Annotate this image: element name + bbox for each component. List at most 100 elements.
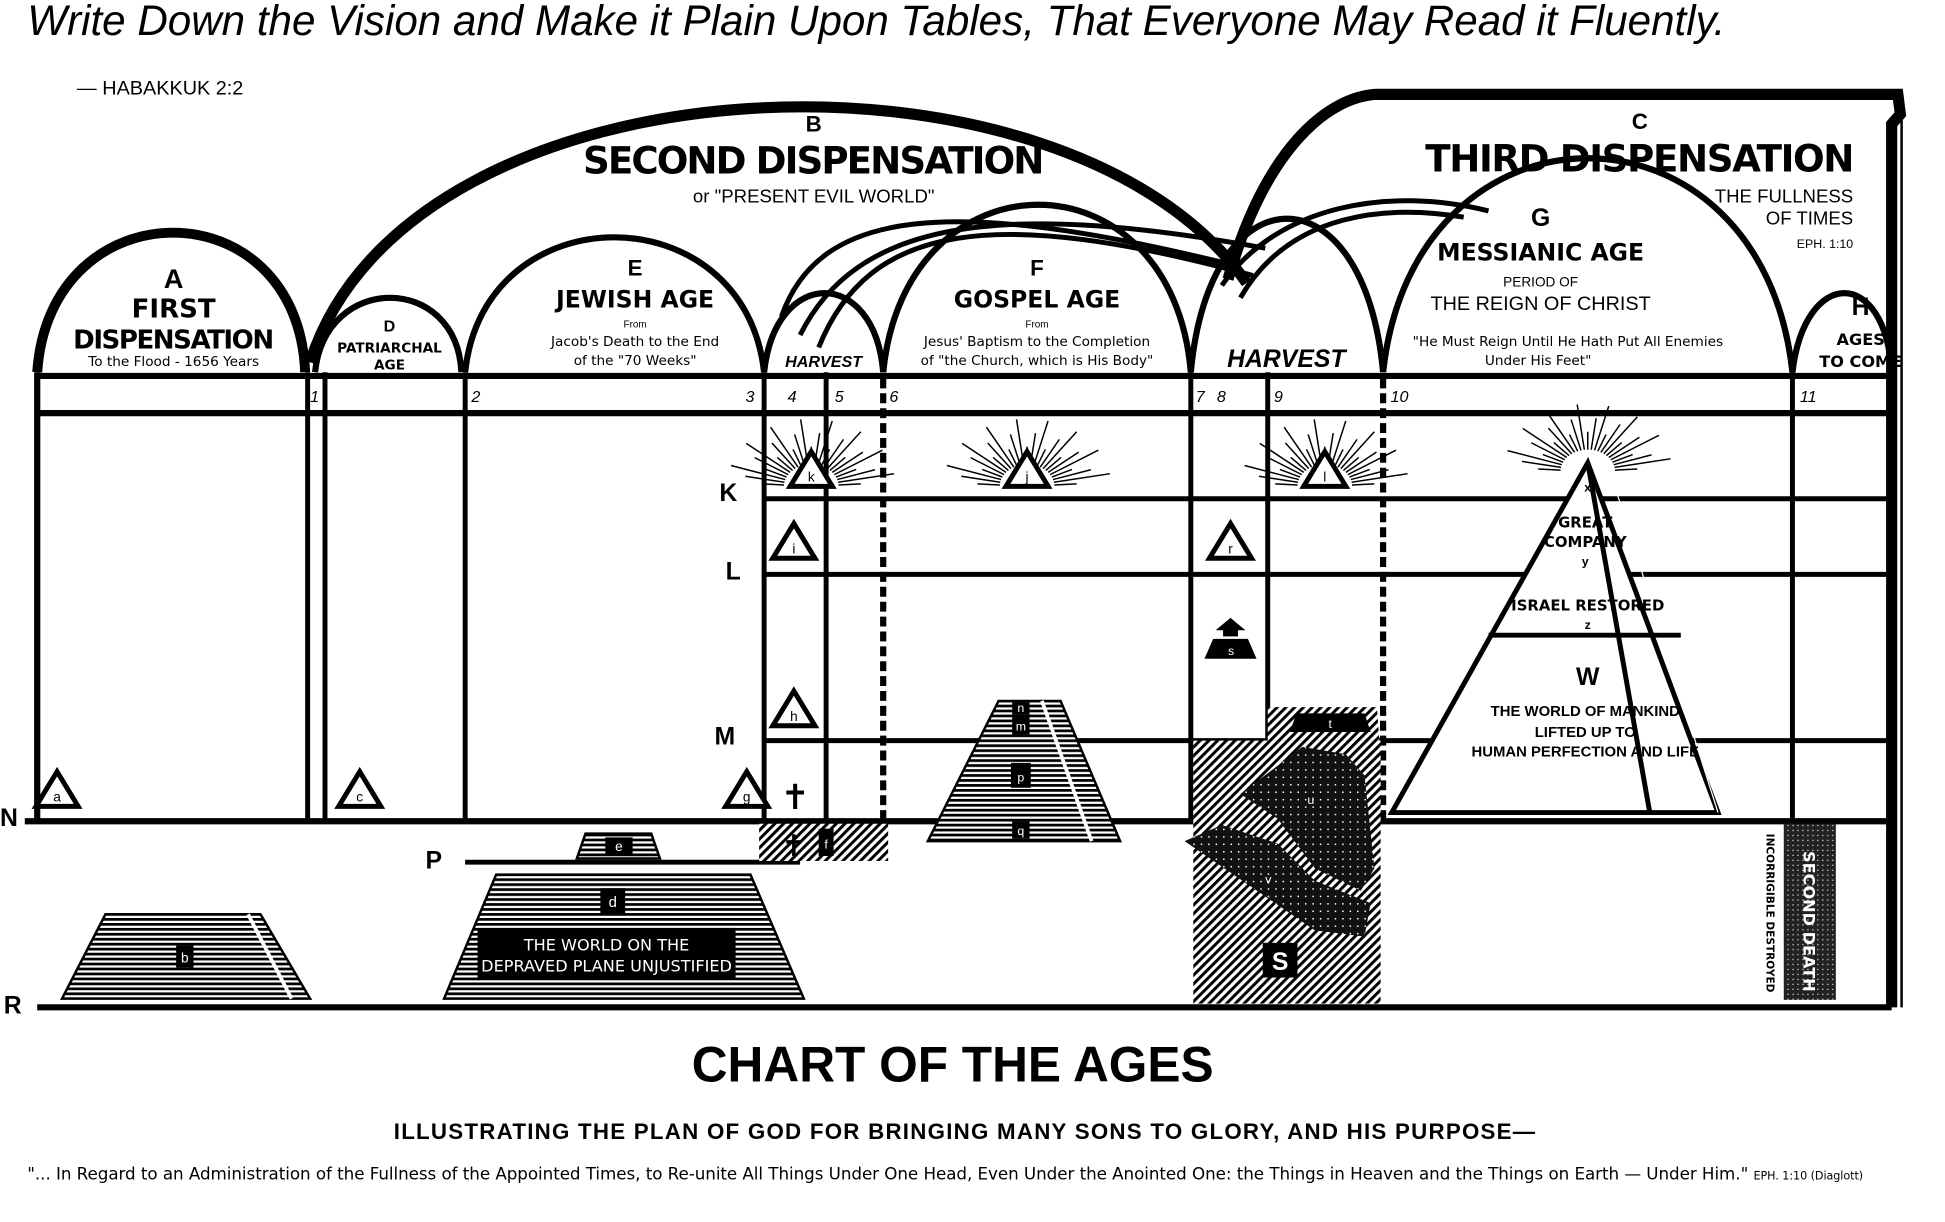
band-number: 8 — [1217, 388, 1226, 406]
to-come-line1: AGES — [1837, 330, 1885, 349]
second-death-column: SECOND DEATH INCORRIGIBLE DESTROYED — [1763, 823, 1836, 1000]
band-number: 1 — [310, 388, 319, 406]
ray-line — [961, 442, 1007, 474]
header-title: Write Down the Vision and Make it Plain … — [27, 0, 1725, 44]
ray-line — [1045, 456, 1062, 471]
triangle-marker-a: a — [31, 766, 83, 809]
ray-line — [823, 438, 845, 468]
israel-restored: ISRAEL RESTORED — [1511, 596, 1664, 614]
marker-j: j — [1025, 469, 1029, 484]
marker-w: W — [1576, 664, 1600, 691]
ray-line — [1049, 449, 1099, 476]
dispensation-arches — [304, 88, 1907, 1008]
ray-line — [1547, 427, 1573, 455]
region-f: f ✝ ✝ — [759, 779, 889, 863]
ray-line — [1553, 441, 1570, 457]
messianic-quote2: Under His Feet" — [1485, 353, 1592, 369]
marker-v: v — [1265, 872, 1272, 886]
messianic-title: MESSIANIC AGE — [1437, 239, 1644, 267]
ray-line — [985, 426, 1015, 468]
messianic-quote1: "He Must Reign Until He Hath Put All Ene… — [1413, 334, 1723, 350]
ray-line — [1340, 431, 1375, 470]
ray-line — [1275, 483, 1298, 486]
marker-m: m — [1016, 720, 1026, 734]
band-number: 6 — [889, 388, 898, 406]
ray-line — [837, 469, 876, 481]
ray-line — [1036, 449, 1047, 467]
plane-labels: K L M N P R — [0, 480, 741, 1019]
ray-line — [1522, 427, 1568, 459]
ray-line — [1042, 431, 1078, 470]
triangle-marker-l: l — [1299, 446, 1351, 489]
ray-line — [1009, 434, 1022, 466]
triangle-marker-r: r — [1205, 518, 1257, 561]
ray-line — [1337, 438, 1358, 468]
marker-s-big: S — [1272, 949, 1289, 976]
marker-i: i — [792, 541, 795, 556]
triangle-marker-k: k — [785, 446, 837, 489]
footer-quote: "... In Regard to an Administration of t… — [27, 1164, 1863, 1184]
ray-line — [1351, 472, 1408, 483]
band-number: 7 — [1196, 388, 1206, 406]
ray-line — [1347, 449, 1397, 476]
third-ref: EPH. 1:10 — [1797, 237, 1854, 251]
patriarchal-line2: AGE — [374, 358, 405, 374]
plane-k: K — [719, 480, 737, 507]
ray-line — [1053, 472, 1111, 483]
footer-ref: EPH. 1:10 (Diaglott) — [1753, 1170, 1863, 1183]
ray-line — [1258, 475, 1299, 483]
marker-x: x — [1584, 480, 1591, 494]
ray-line — [829, 456, 846, 471]
jewish-from: From — [624, 320, 647, 331]
footer-subtitle: ILLUSTRATING THE PLAN OF GOD FOR BRINGIN… — [394, 1119, 1537, 1144]
marker-k: k — [808, 469, 815, 484]
patriarchal-line1: PATRIARCHAL — [337, 340, 442, 356]
ray-line — [1051, 468, 1073, 478]
ray-line — [1546, 411, 1576, 453]
ray-line — [1590, 418, 1597, 450]
ray-line — [837, 472, 895, 483]
depraved-line2: DEPRAVED PLANE UNJUSTIFIED — [481, 956, 732, 975]
ray-line — [1614, 458, 1671, 469]
triangle-marker-i: i — [768, 518, 820, 561]
ray-line — [1349, 468, 1370, 478]
band-number: 2 — [470, 388, 480, 406]
ray-line — [1342, 456, 1360, 471]
harvest1-title: HARVEST — [785, 353, 863, 371]
ray-line — [793, 434, 806, 466]
second-letter: B — [806, 112, 822, 137]
ray-line — [1033, 420, 1049, 466]
incorrigible-destroyed: INCORRIGIBLE DESTROYED — [1763, 834, 1775, 993]
ray-line — [1244, 464, 1300, 481]
to-come-letter: H — [1852, 294, 1870, 321]
jewish-title: JEWISH AGE — [554, 286, 714, 314]
marker-q: q — [1017, 824, 1024, 838]
ray-line — [1283, 426, 1313, 468]
marker-s-arrow: s — [1204, 617, 1257, 659]
pyramid-d: d THE WORLD ON THE DEPRAVED PLANE UNJUST… — [442, 873, 806, 1000]
band-number: 3 — [746, 388, 755, 406]
ray-line — [1603, 416, 1638, 455]
marker-f: f — [824, 838, 828, 852]
pyramid-world: x GREAT COMPANY y ISRAEL RESTORED z W TH… — [1387, 456, 1722, 816]
ray-line — [1039, 438, 1060, 468]
band-number: 4 — [788, 388, 797, 406]
ray-line — [1008, 449, 1018, 467]
ray-line — [992, 456, 1009, 471]
ray-line — [771, 442, 796, 470]
ray-line — [1610, 434, 1660, 461]
plane-m: M — [714, 723, 735, 750]
gospel-line1: Jesus' Baptism to the Completion — [923, 334, 1150, 350]
pyramid-e: e — [575, 832, 662, 860]
triangle-marker-h: h — [768, 686, 820, 729]
marker-l: l — [1323, 469, 1326, 484]
header-attribution: — HABAKKUK 2:2 — [77, 77, 243, 99]
ray-line — [835, 468, 857, 478]
ray-line — [1614, 468, 1638, 471]
marker-d: d — [609, 895, 617, 911]
marker-u: u — [1307, 793, 1314, 807]
third-sub1: THE FULLNESS — [1715, 185, 1853, 206]
cross-icon: ✝ — [781, 830, 806, 863]
ray-line — [1305, 449, 1316, 467]
ray-line — [1330, 420, 1347, 466]
